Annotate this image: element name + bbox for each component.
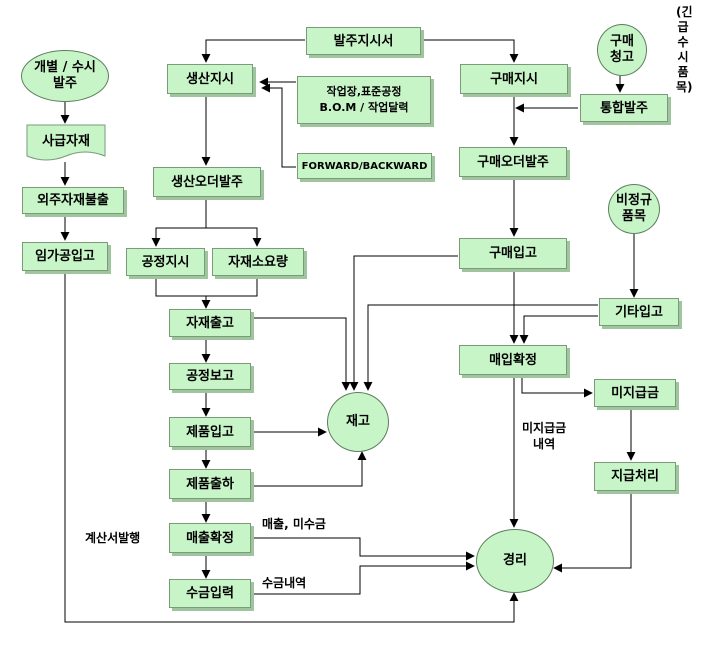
product-receipt-box: 제품입고	[169, 417, 251, 447]
unpaid-detail-label: 미지급금 내역	[522, 421, 567, 451]
line-purchase-receipt-to-inventory	[349, 255, 458, 391]
outsource-issue-box: 외주자재불출	[22, 187, 124, 214]
document-shape	[26, 124, 106, 161]
urgent-purchase-label: (긴급수시품목)	[676, 5, 693, 94]
line-payment-to-accounting	[553, 492, 632, 573]
process-instruction-box: 공정지시	[126, 248, 205, 276]
purchase-instruction-box: 구매지시	[460, 64, 568, 94]
purchase-receipt-box: 구매입고	[459, 238, 567, 269]
self-supply-label: 사급자재	[42, 134, 90, 149]
line-other-to-inventory	[363, 304, 598, 391]
self-supply-doc: 사급자재	[26, 124, 106, 164]
line-order-to-material	[206, 227, 262, 247]
workplace-info-box: 작업장,표준공정 B.O.M / 작업달력	[297, 76, 431, 124]
collection-input-box: 수금입력	[169, 579, 251, 608]
process-report-box: 공정보고	[169, 363, 251, 390]
line-shipment-to-inventory	[252, 451, 367, 487]
sales-receivable-label: 매출, 미수금	[262, 517, 326, 531]
purchase-confirm-box: 매입확정	[459, 345, 567, 375]
integrated-order-box: 통합발주	[580, 94, 668, 122]
product-shipment-box: 제품출하	[169, 469, 251, 499]
material-requirement-box: 자재소요량	[212, 248, 304, 276]
line-other-to-confirm	[519, 315, 598, 344]
line-order-to-purchase	[422, 39, 519, 63]
order-instruction-box: 발주지시서	[306, 27, 421, 55]
line-collection-to-accounting	[252, 561, 475, 595]
material-issue-box: 자재출고	[169, 309, 251, 337]
line-order-to-process	[151, 198, 207, 247]
purchase-order-box: 구매오더발주	[459, 147, 567, 177]
production-instruction-box: 생산지시	[167, 64, 253, 94]
line-confirm-to-unpaid	[521, 376, 593, 398]
line-fb-to-production	[261, 83, 296, 168]
line-issue-to-inventory	[252, 317, 351, 391]
line-tolling-to-accounting	[64, 272, 519, 623]
sales-confirm-box: 매출확정	[169, 523, 251, 553]
payment-box: 지급처리	[594, 462, 676, 491]
individual-order-circle: 개별 / 수시 발주	[21, 50, 109, 102]
line-process-to-issue	[155, 276, 211, 309]
collection-detail-label: 수금내역	[262, 576, 307, 590]
invoice-issue-label: 계산서발행	[85, 531, 141, 545]
line-material-to-issue	[206, 276, 258, 297]
production-order-box: 생산오더발주	[153, 167, 261, 197]
unpaid-box: 미지급금	[594, 379, 676, 407]
irregular-item-circle: 비정규 품목	[608, 184, 660, 234]
accounting-circle: 경리	[476, 529, 554, 593]
line-order-to-production	[201, 39, 305, 63]
tolling-receipt-box: 임가공입고	[22, 242, 108, 271]
inventory-circle: 재고	[327, 392, 389, 452]
line-sales-to-accounting	[252, 537, 475, 561]
other-receipt-box: 기타입고	[599, 298, 679, 326]
purchase-request-circle: 구매 청고	[597, 24, 647, 76]
forward-backward-box: FORWARD/BACKWARD	[297, 153, 432, 179]
